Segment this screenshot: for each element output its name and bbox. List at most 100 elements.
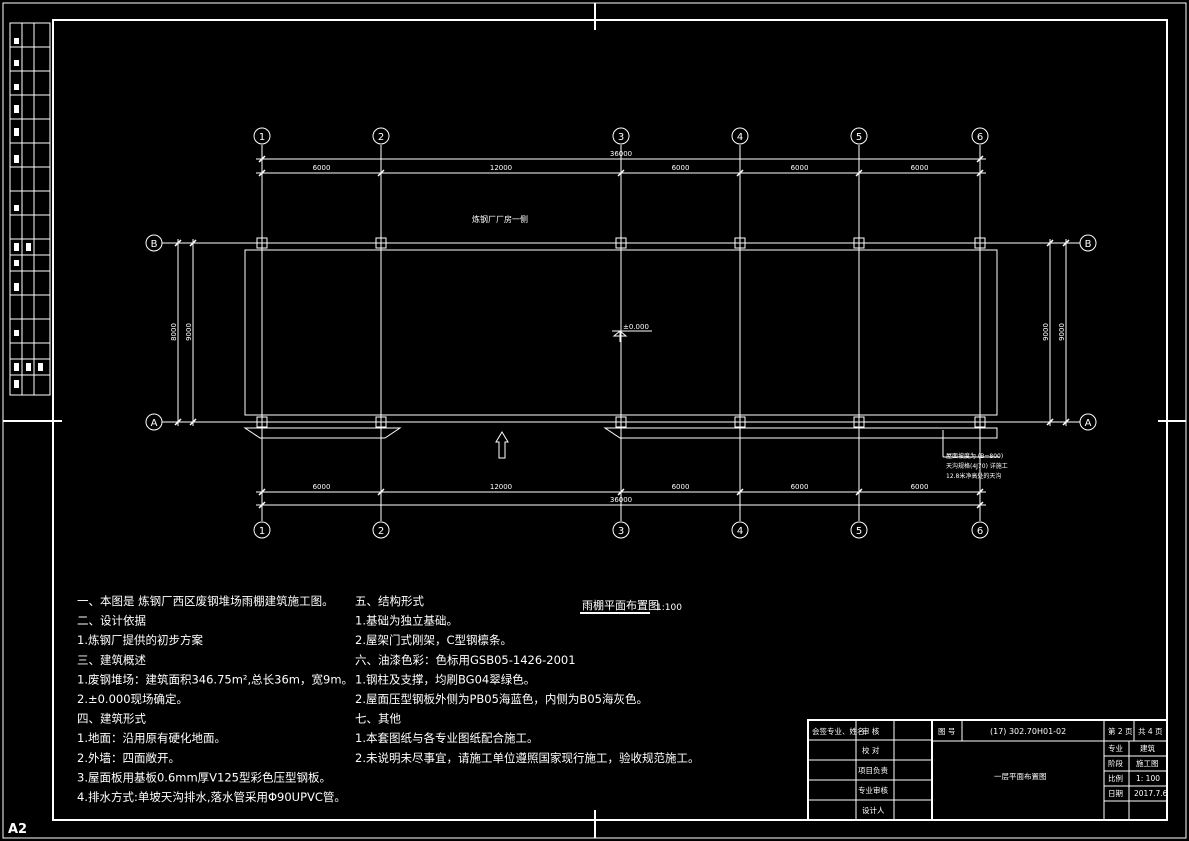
axis-bubble-bottom-3: 3 [612, 521, 630, 539]
centering-marks [3, 3, 1186, 838]
note-line: 一、本图是 炼钢厂西区废钢堆场雨棚建筑施工图。 [77, 594, 334, 608]
axis-bubble-left-A-label: A [151, 418, 158, 429]
axis-bubble-right-B: B [1079, 234, 1097, 252]
note-line: 4.排水方式:单坡天沟排水,落水管采用Φ90UPVC管。 [77, 790, 346, 804]
axis-bubble-top-1-label: 1 [259, 132, 265, 143]
discipline-review-label: 专业审核 [858, 785, 888, 795]
note-line: 2.屋面压型钢板外侧为PB05海蓝色，内侧为B05海灰色。 [355, 692, 648, 706]
canopy-outline [244, 249, 998, 416]
designer-label: 设计人 [862, 805, 885, 815]
dim-bottom-tick-1 [258, 488, 266, 496]
dim-top-span-1: 6000 [313, 164, 331, 172]
discipline-label: 专业 [1108, 743, 1124, 753]
entrance-arrow-icon [495, 431, 509, 459]
dim-top-span-5: 6000 [911, 164, 929, 172]
notes-left-column: 一、本图是 炼钢厂西区废钢堆场雨棚建筑施工图。二、设计依据 1.炼钢厂提供的初步方… [77, 594, 353, 804]
axis-bubble-top-2-label: 2 [378, 132, 384, 143]
note-line: 2.未说明未尽事宜，请施工单位遵照国家现行施工，验收规范施工。 [355, 751, 699, 765]
note-line: 2.屋架门式刚架，C型钢檩条。 [355, 633, 512, 647]
axis-bubble-right-A: A [1079, 413, 1097, 431]
project-lead-label: 项目负责 [858, 765, 888, 775]
dim-bottom-span-5: 6000 [911, 483, 929, 491]
axis-bubble-right-B-label: B [1085, 239, 1092, 250]
axis-bubble-bottom-4-label: 4 [737, 526, 743, 537]
total-sheets: 共 4 页 [1138, 727, 1163, 736]
dim-bottom-tick-4 [736, 488, 744, 496]
discipline-value: 建筑 [1140, 743, 1156, 753]
axis-bubble-top-5-label: 5 [856, 132, 862, 143]
axis-bubble-top-4-label: 4 [737, 132, 743, 143]
note-line: 2.±0.000现场确定。 [77, 692, 188, 706]
axis-bubble-left-B: B [145, 234, 163, 252]
note-line: 二、设计依据 [77, 614, 146, 628]
dim-bottom-tick-5 [855, 488, 863, 496]
axis-bubble-bottom-5: 5 [850, 521, 868, 539]
gutter-note-1: 屋面坡度为 (B=800) [946, 452, 1003, 460]
notes-right-column: 五、结构形式1.基础为独立基础。2.屋架门式刚架，C型钢檩条。六、油漆色彩：色标… [355, 594, 699, 765]
axis-bubble-bottom-3-label: 3 [618, 526, 624, 537]
dim-top-tick-2 [377, 169, 385, 177]
drawing-no: (17) 302.70H01-02 [990, 727, 1066, 736]
dim-bottom-tick-2 [377, 488, 385, 496]
dim-top-tick-5 [855, 169, 863, 177]
dim-left-outer-tick-2 [174, 418, 182, 426]
note-line: 1.炼钢厂提供的初步方案 [77, 633, 203, 647]
gutter-note-2: 天沟规格(4J70) 详施工 [946, 462, 1008, 470]
axis-bubble-top-1: 1 [253, 127, 271, 145]
axis-bubble-bottom-2-label: 2 [378, 526, 384, 537]
steel-column-A6 [974, 416, 986, 428]
dim-total-bottom-tick-2 [976, 501, 984, 509]
title-block [807, 719, 1168, 821]
axis-bubble-top-4: 4 [731, 127, 749, 145]
steel-column-B1 [256, 237, 268, 249]
dim-top-span-2: 12000 [490, 164, 512, 172]
axis-bubble-top-3: 3 [612, 127, 630, 145]
steel-column-B3 [615, 237, 627, 249]
dim-right-outer-label: 9000 [1058, 323, 1066, 341]
dim-top-span-3: 6000 [672, 164, 690, 172]
date-label: 日期 [1108, 789, 1123, 798]
axis-bubble-bottom-4: 4 [731, 521, 749, 539]
axis-bubble-top-6-label: 6 [977, 132, 983, 143]
binding-strip [9, 22, 51, 396]
gutter-left [243, 427, 402, 439]
note-line: 七、其他 [355, 712, 401, 726]
axis-bubble-bottom-5-label: 5 [856, 526, 862, 537]
dim-left-inner-label: 9000 [185, 323, 193, 341]
dim-top-tick-6 [976, 169, 984, 177]
dim-top-span-4: 6000 [791, 164, 809, 172]
dim-bottom-tick-6 [976, 488, 984, 496]
note-line: 1.地面：沿用原有硬化地面。 [77, 731, 226, 745]
dim-right-inner-tick-2 [1046, 418, 1054, 426]
dim-total-top-label: 36000 [610, 150, 632, 158]
axis-bubble-top-6: 6 [971, 127, 989, 145]
note-line: 六、油漆色彩：色标用GSB05-1426-2001 [355, 653, 576, 667]
note-line: 1.基础为独立基础。 [355, 614, 458, 628]
sheet-size-label: A2 [8, 822, 27, 837]
dim-bottom-tick-3 [617, 488, 625, 496]
dim-top-tick-4 [736, 169, 744, 177]
dim-right-outer-tick-2 [1062, 418, 1070, 426]
axis-bubble-bottom-6-label: 6 [977, 526, 983, 537]
steel-column-B4 [734, 237, 746, 249]
drawing-no-label: 图 号 [938, 727, 955, 736]
dim-left-outer-label: 8000 [170, 323, 178, 341]
axis-bubble-bottom-6: 6 [971, 521, 989, 539]
dim-right-outer-tick-1 [1062, 239, 1070, 247]
axis-bubble-right-A-label: A [1085, 418, 1092, 429]
note-line: 四、建筑形式 [77, 712, 146, 726]
drawing-scale: 1:100 [656, 603, 682, 613]
steel-column-A1 [256, 416, 268, 428]
gutter-right [603, 427, 998, 439]
dim-total-bottom-tick-1 [258, 501, 266, 509]
axis-bubble-bottom-1: 1 [253, 521, 271, 539]
steel-column-A3 [615, 416, 627, 428]
dim-top-tick-3 [617, 169, 625, 177]
scale-label: 比例 [1108, 773, 1123, 783]
dim-total-top-tick-1 [258, 155, 266, 163]
axis-bubble-bottom-2: 2 [372, 521, 390, 539]
drawing-name: 一层平面布置图 [994, 771, 1047, 781]
dim-bottom-span-3: 6000 [672, 483, 690, 491]
steel-column-A2 [375, 416, 387, 428]
